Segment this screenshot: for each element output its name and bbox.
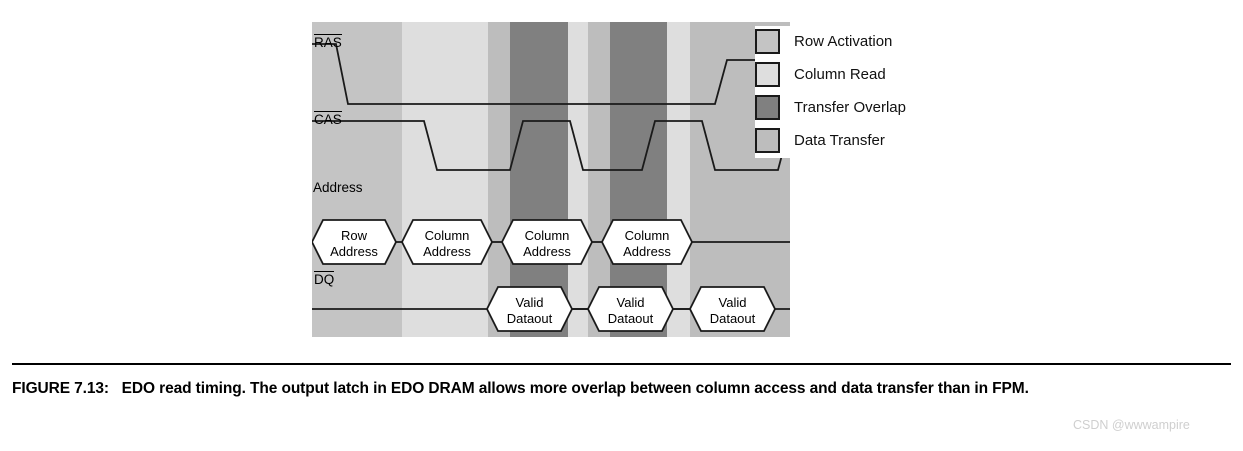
signal-label-dq: DQ	[314, 271, 335, 287]
bubble-label: Address	[330, 244, 378, 259]
phase-band	[510, 22, 568, 337]
legend-swatch	[755, 94, 780, 120]
bubble-label: Column	[525, 228, 570, 243]
legend-swatch	[755, 127, 780, 153]
legend-item: Column Read	[755, 59, 995, 89]
bubble-label: Row	[341, 228, 368, 243]
legend-item: Data Transfer	[755, 125, 995, 155]
bubble-outline	[485, 286, 574, 332]
bubble-label: Dataout	[507, 311, 553, 326]
bubble-label: Column	[625, 228, 670, 243]
signal-label-address-text: Address	[313, 180, 363, 195]
bubble-label: Column	[425, 228, 470, 243]
phase-band-layer	[312, 22, 790, 337]
phase-band	[312, 22, 402, 337]
signal-label-cas-text: CAS	[314, 111, 342, 127]
legend-label: Row Activation	[794, 32, 893, 50]
caption-divider	[12, 363, 1231, 365]
legend-item: Row Activation	[755, 26, 995, 56]
phase-band	[588, 22, 610, 337]
signal-label-address: Address	[313, 181, 363, 195]
figure-caption: FIGURE 7.13: EDO read timing. The output…	[12, 378, 1234, 400]
waveform-cas	[312, 120, 790, 171]
legend-label: Transfer Overlap	[794, 98, 906, 116]
bubble-label: Valid	[516, 295, 544, 310]
legend-swatch	[755, 61, 780, 87]
bubble-label: Address	[623, 244, 671, 259]
signal-label-dq-text: DQ	[314, 271, 335, 287]
bubble-outline	[500, 219, 594, 265]
bubble-label: Dataout	[710, 311, 756, 326]
legend-label: Data Transfer	[794, 131, 885, 149]
bubble-label: Address	[423, 244, 471, 259]
figure-caption-body: EDO read timing. The output latch in EDO…	[121, 380, 1029, 397]
bubble-label: Dataout	[608, 311, 654, 326]
signal-label-ras-text: RAS	[314, 34, 342, 50]
bubble-outline	[400, 219, 494, 265]
bubble-outline	[600, 219, 694, 265]
figure-caption-label: FIGURE 7.13:	[12, 380, 109, 397]
phase-band	[610, 22, 667, 337]
waveform-ras	[312, 43, 790, 105]
phase-band	[488, 22, 510, 337]
bubble-outline	[688, 286, 777, 332]
legend-item: Transfer Overlap	[755, 92, 995, 122]
signal-label-ras: RAS	[314, 34, 342, 50]
bubble-label: Address	[523, 244, 571, 259]
signal-label-cas: CAS	[314, 111, 342, 127]
legend-swatch	[755, 28, 780, 54]
phase-band	[402, 22, 488, 337]
bubble-label: Valid	[719, 295, 747, 310]
legend-label: Column Read	[794, 65, 886, 83]
bubble-outline	[312, 219, 398, 265]
bubble-outline	[586, 286, 675, 332]
bubble-label: Valid	[617, 295, 645, 310]
watermark: CSDN @wwwampire	[1073, 418, 1190, 432]
